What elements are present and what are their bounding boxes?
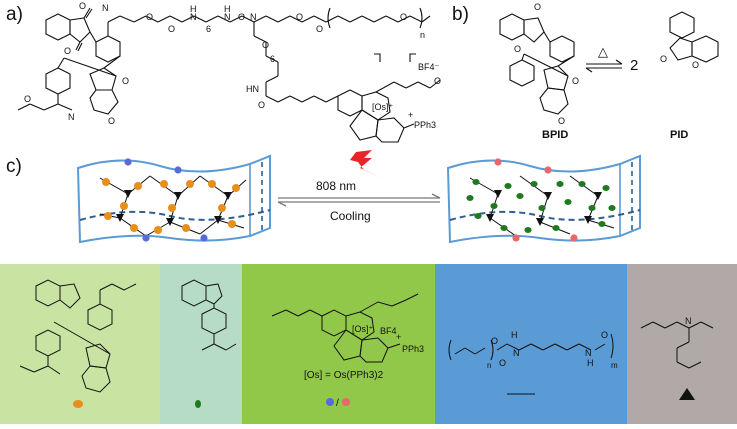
panel-b-reaction: O O O O O O △ 2 BPID PID [499, 2, 719, 141]
atom-o: O [491, 336, 498, 346]
atom-o: O [514, 44, 521, 54]
laser-bolt-icon [350, 150, 382, 178]
atom-o: O [79, 1, 86, 11]
os-definition: [Os] = Os(PPh3)2 [304, 370, 384, 381]
atom-h: H [224, 4, 231, 14]
atom-o: O [122, 76, 129, 86]
forward-condition: 808 nm [316, 179, 356, 193]
atom-n: N [685, 316, 692, 326]
atom-o: O [238, 12, 245, 22]
pid-label: PID [670, 129, 688, 141]
legend-polyurethane-chain: H N N H n m O O O [435, 264, 627, 424]
repeat-n: n [420, 30, 425, 40]
legend-pid-product [160, 264, 242, 424]
atom-o: O [601, 330, 608, 340]
atom-o: O [499, 358, 506, 368]
atom-o: O [24, 94, 31, 104]
atom-h: H [587, 358, 594, 368]
legend-slash: / [336, 398, 339, 409]
legend-red-marker [342, 398, 350, 406]
network-before [76, 154, 271, 244]
reverse-condition: Cooling [330, 209, 371, 223]
atom-o: O [400, 12, 407, 22]
atom-n: N [585, 348, 592, 358]
legend-triangle-marker [679, 388, 695, 400]
atom-o: O [64, 46, 71, 56]
legend-bpid-crosslinker [0, 264, 160, 424]
legend-orange-marker [73, 400, 83, 408]
atom-o: O [534, 2, 541, 12]
indanedione-benzo-ring [45, 13, 71, 41]
legend-triamine-crosslinker: N [627, 264, 737, 424]
repeat-m: m [611, 361, 618, 370]
legend-plus: + [396, 332, 401, 342]
atom-subscript: 6 [206, 24, 211, 34]
atom-hn: HN [246, 84, 259, 94]
heat-symbol: △ [598, 44, 608, 59]
atom-n-left: N [68, 112, 75, 122]
atom-n-methyl: N [102, 3, 109, 13]
panel-label-a: a) [6, 4, 23, 25]
legend-os-complex: BF4 [Os]⁺ PPh3 + [Os] = Os(PPh3)2 / [242, 264, 435, 424]
atom-o: O [692, 60, 699, 70]
bpid-label: BPID [542, 129, 568, 141]
atom-n: N [224, 12, 231, 22]
legend-bf4: BF4 [380, 326, 397, 336]
atom-h: H [511, 330, 518, 340]
pph3-ligand: PPh3 [414, 120, 436, 130]
atom-o: O [258, 100, 265, 110]
atom-o: O [316, 24, 323, 34]
atom-o: O [108, 116, 115, 126]
atom-o: O [660, 54, 667, 64]
bpid-benzo-ring [499, 13, 525, 41]
atom-o: O [572, 76, 579, 86]
repeat-n: n [487, 361, 491, 370]
bf4-counterion: BF4⁻ [418, 62, 440, 72]
panel-c-networks: 808 nm Cooling [76, 150, 641, 244]
atom-o: O [146, 12, 153, 22]
atom-h: H [190, 4, 197, 14]
atom-o: O [296, 12, 303, 22]
stoichiometric-coefficient: 2 [630, 57, 638, 74]
atom-n: N [190, 12, 197, 22]
legend-blue-marker [326, 398, 334, 406]
atom-subscript: 6 [270, 54, 275, 64]
panel-label-b: b) [452, 4, 469, 25]
network-after [446, 154, 641, 244]
charge-plus: + [408, 110, 413, 120]
atom-n-center: N [250, 12, 257, 22]
pid-ring [669, 37, 693, 61]
atom-n: N [513, 348, 520, 358]
legend-green-marker [195, 400, 201, 408]
legend-pph3: PPh3 [402, 344, 424, 354]
atom-o: O [168, 24, 175, 34]
panel-a-structure: N O O O O O O H N 6 H N O N O O n O N O … [17, 1, 441, 143]
legend-os: [Os]⁺ [352, 324, 374, 334]
atom-o: O [262, 40, 269, 50]
os-center: [Os]⁺ [372, 102, 394, 112]
atom-o: O [434, 76, 441, 86]
atom-o: O [558, 116, 565, 126]
panel-label-c: c) [6, 156, 22, 177]
